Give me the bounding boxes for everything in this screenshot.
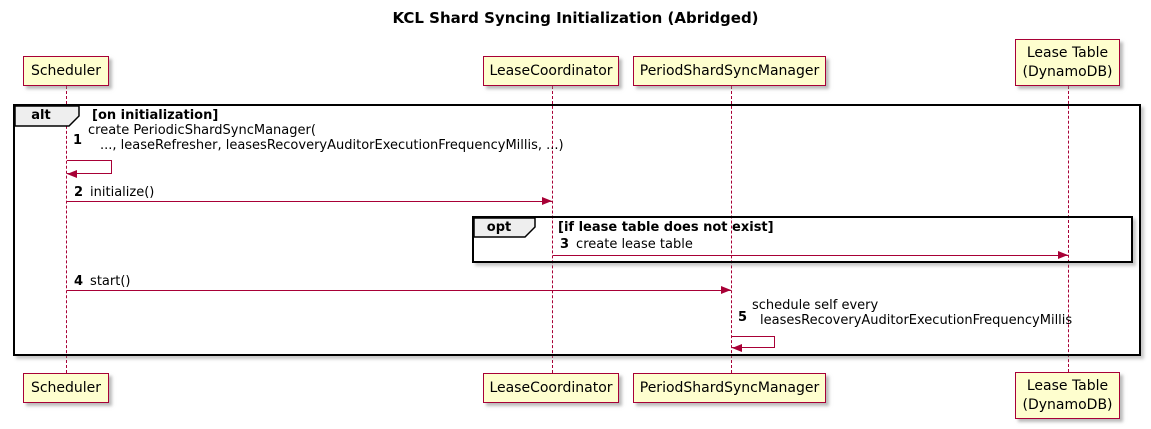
arrow-head-icon xyxy=(67,170,77,178)
message-1-self-loop xyxy=(67,160,112,174)
participant-label: Scheduler xyxy=(30,62,102,79)
arrow-head-icon xyxy=(542,197,552,205)
alt-frame xyxy=(13,104,1141,356)
message-3-label: 3 create lease table xyxy=(560,237,693,252)
message-1-text-line2: ..., leaseRefresher, leasesRecoveryAudit… xyxy=(100,138,564,153)
message-5-text-line2: leasesRecoveryAuditorExecutionFrequencyM… xyxy=(760,313,1073,328)
alt-condition-label: [on initialization] xyxy=(92,108,219,123)
message-4-number: 4 xyxy=(74,274,84,289)
participant-label-line2: (DynamoDB) xyxy=(1022,63,1113,80)
diagram-title: KCL Shard Syncing Initialization (Abridg… xyxy=(392,9,759,27)
lifeline-scheduler xyxy=(66,86,67,373)
participant-label: LeaseCoordinator xyxy=(489,62,613,79)
participant-period-shard-sync-manager-bottom: PeriodShardSyncManager xyxy=(633,373,826,403)
arrow-head-icon xyxy=(732,344,742,352)
alt-operator-pentagon xyxy=(14,105,80,127)
opt-operator-pentagon xyxy=(473,217,536,238)
message-5-number: 5 xyxy=(738,310,748,325)
message-1-number: 1 xyxy=(73,133,83,148)
message-4-label: 4 start() xyxy=(74,274,130,289)
opt-condition-label: [if lease table does not exist] xyxy=(558,220,774,235)
message-2-number: 2 xyxy=(74,185,84,200)
participant-label-line2: (DynamoDB) xyxy=(1022,396,1113,413)
participant-lease-table-top: Lease Table (DynamoDB) xyxy=(1015,39,1120,86)
message-2-label: 2 initialize() xyxy=(74,185,154,200)
message-1-text-line1: create PeriodicShardSyncManager( xyxy=(88,123,316,138)
lifeline-period-shard-sync-manager xyxy=(731,86,732,373)
alt-operator-label: alt xyxy=(31,108,51,123)
participant-label: PeriodShardSyncManager xyxy=(639,62,820,79)
participant-scheduler-top: Scheduler xyxy=(23,56,109,86)
participant-lease-coordinator-top: LeaseCoordinator xyxy=(483,56,619,86)
message-1-text: create PeriodicShardSyncManager( ..., le… xyxy=(88,123,564,153)
opt-operator-label: opt xyxy=(486,220,512,235)
participant-label: LeaseCoordinator xyxy=(489,379,613,396)
lifeline-lease-table xyxy=(1068,86,1069,372)
message-2-line xyxy=(67,201,553,202)
message-5-text-line1: schedule self every xyxy=(752,298,879,313)
participant-label: Scheduler xyxy=(30,379,102,396)
opt-frame xyxy=(472,216,1133,263)
participant-label-line1: Lease Table xyxy=(1026,378,1109,395)
participant-label-line1: Lease Table xyxy=(1026,45,1109,62)
lifeline-lease-coordinator xyxy=(552,86,553,373)
message-2-text: initialize() xyxy=(90,185,155,200)
arrow-head-icon xyxy=(1058,251,1068,259)
participant-lease-coordinator-bottom: LeaseCoordinator xyxy=(483,373,619,403)
message-3-line xyxy=(553,255,1068,256)
participant-scheduler-bottom: Scheduler xyxy=(23,373,109,403)
message-4-line xyxy=(67,290,731,291)
message-5-text: schedule self every leasesRecoveryAudito… xyxy=(752,298,1072,328)
message-5-self-loop xyxy=(732,336,775,348)
arrow-head-icon xyxy=(721,286,731,294)
message-4-text: start() xyxy=(90,274,131,289)
participant-label: PeriodShardSyncManager xyxy=(639,379,820,396)
message-3-text: create lease table xyxy=(576,237,693,252)
participant-period-shard-sync-manager-top: PeriodShardSyncManager xyxy=(633,56,826,86)
message-3-number: 3 xyxy=(560,237,570,252)
participant-lease-table-bottom: Lease Table (DynamoDB) xyxy=(1015,372,1120,419)
